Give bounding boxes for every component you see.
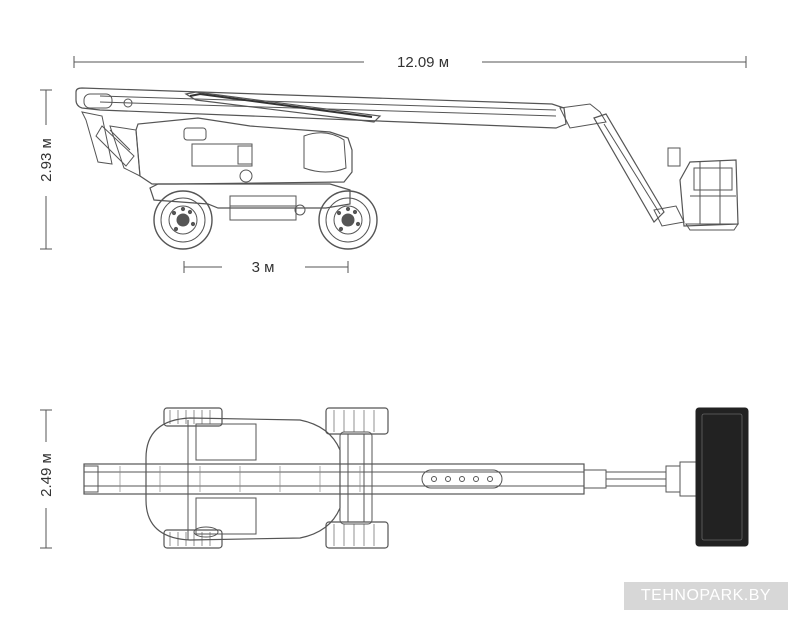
dimension-wheelbase	[183, 261, 349, 273]
height-label: 2.93 м	[38, 138, 55, 182]
top-view	[83, 407, 749, 549]
side-view	[75, 87, 739, 250]
width-label: 2.49 м	[38, 453, 55, 497]
dimension-height	[40, 89, 52, 250]
wheelbase-label: 3 м	[252, 259, 275, 276]
watermark: TEHNOPARK.BY	[624, 582, 788, 610]
dimension-length	[73, 56, 747, 68]
length-label: 12.09 м	[397, 54, 449, 71]
dimension-width	[40, 409, 52, 549]
